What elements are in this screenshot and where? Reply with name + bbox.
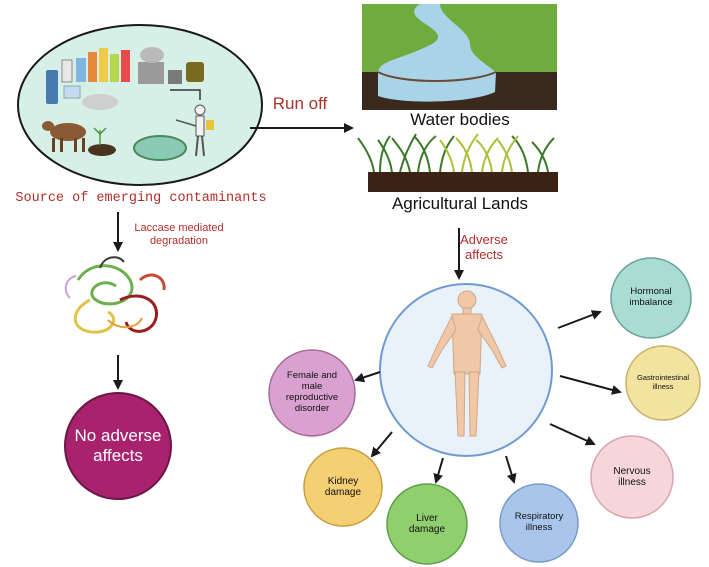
nervous-line2: illness	[618, 477, 646, 488]
arrow-hormonal	[557, 310, 602, 329]
respiratory-line2: illness	[525, 522, 553, 533]
liver-line2: damage	[408, 524, 446, 535]
arrow-respiratory	[505, 455, 517, 484]
gastro-text: Gastrointestinal illness	[626, 346, 700, 420]
arrow-reproductive	[354, 371, 381, 383]
gastro-circle	[625, 345, 701, 421]
source-label: Source of emerging contaminants	[15, 191, 267, 206]
laccase-line1: Laccase mediated	[134, 222, 224, 234]
respiratory-text: Respiratory illness	[500, 484, 578, 562]
no-adverse-line1: No adverse	[74, 426, 162, 446]
hormonal-line1: Hormonal	[630, 286, 672, 298]
laccase-label: Laccase mediated degradation	[114, 222, 244, 247]
reproductive-circle	[268, 349, 356, 437]
arrow-liver	[433, 457, 444, 484]
hormonal-line2: imbalance	[629, 297, 673, 308]
contaminant-sources-illustration	[17, 24, 263, 186]
river-illustration	[362, 4, 557, 110]
gastro-line1: Gastrointestinal	[636, 373, 690, 383]
enzyme-protein-illustration	[64, 256, 166, 334]
arrow-kidney	[370, 431, 393, 458]
human-body-illustration	[427, 290, 507, 437]
adverse-label: Adverse affects	[444, 232, 524, 263]
grass-field-illustration	[357, 133, 558, 192]
hormonal-text: Hormonal imbalance	[611, 258, 691, 338]
adverse-line2: affects	[464, 246, 504, 262]
respiratory-line1: Respiratory	[514, 511, 564, 523]
arrow-nervous	[549, 423, 596, 446]
nervous-line1: Nervous	[613, 465, 651, 477]
adverse-line1: Adverse	[460, 232, 508, 247]
reproductive-line4: disorder	[294, 402, 330, 414]
liver-text: Liver damage	[387, 484, 467, 564]
reproductive-line1: Female and	[286, 370, 338, 382]
kidney-circle	[303, 447, 383, 527]
nervous-text: Nervous illness	[591, 436, 673, 518]
runoff-label: Run off	[272, 94, 328, 113]
arrow-gastro	[559, 375, 622, 395]
reproductive-line2: male	[301, 381, 323, 393]
kidney-line2: damage	[324, 487, 362, 498]
kidney-line1: Kidney	[327, 475, 359, 487]
gastro-line2: illness	[652, 382, 674, 391]
arrows	[113, 123, 622, 484]
reproductive-text: Female and male reproductive disorder	[269, 350, 355, 436]
water-bodies-label: Water bodies	[410, 110, 510, 129]
kidney-text: Kidney damage	[304, 448, 382, 526]
reproductive-line3: reproductive	[285, 392, 339, 403]
hormonal-circle	[610, 257, 692, 339]
nervous-circle	[590, 435, 674, 519]
liver-line1: Liver	[416, 512, 438, 524]
no-adverse-text: No adverse affects	[65, 393, 171, 499]
laccase-line2: degradation	[149, 234, 209, 247]
agricultural-lands-label: Agricultural Lands	[391, 194, 529, 213]
no-adverse-circle	[64, 392, 172, 500]
liver-circle	[386, 483, 468, 565]
no-adverse-line2: affects	[93, 446, 143, 465]
respiratory-circle	[499, 483, 579, 563]
